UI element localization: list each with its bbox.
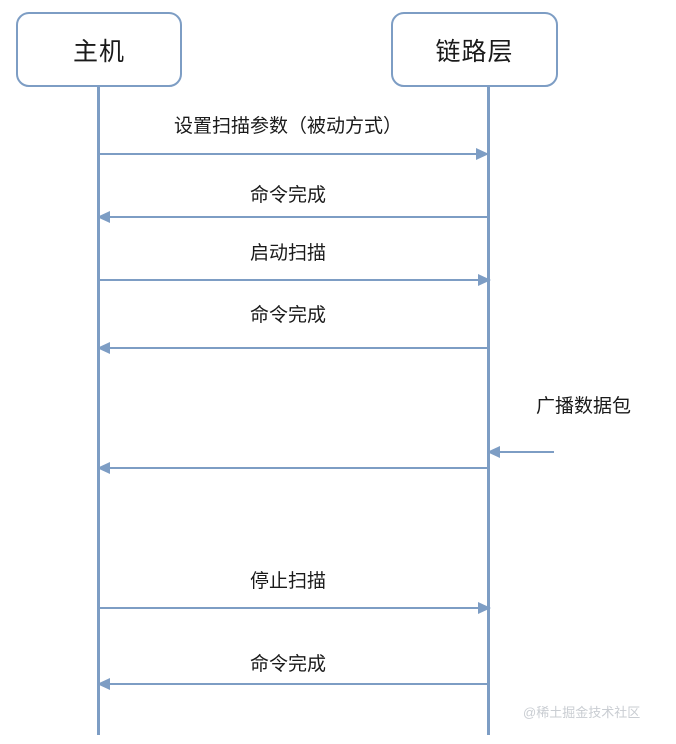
message-line-7 <box>98 607 480 609</box>
message-label-3: 启动扫描 <box>249 243 327 264</box>
message-line-4 <box>110 347 488 349</box>
message-label-5-broadcast-packet: 广播数据包 <box>536 396 632 417</box>
message-label-2: 命令完成 <box>249 185 327 206</box>
participant-box-link-layer: 链路层 <box>391 12 558 87</box>
message-arrowhead-1 <box>476 148 489 160</box>
message-arrowhead-3 <box>478 274 491 286</box>
participant-label-link-layer: 链路层 <box>435 38 514 66</box>
lifeline-link-layer <box>487 87 490 735</box>
lifeline-host <box>97 87 100 735</box>
message-line-8 <box>110 683 488 685</box>
message-label-1: 设置扫描参数（被动方式） <box>173 116 403 137</box>
message-arrowhead-7 <box>478 602 491 614</box>
message-arrowhead-2 <box>97 211 110 223</box>
message-label-4: 命令完成 <box>249 305 327 326</box>
message-label-8: 命令完成 <box>249 654 327 675</box>
message-line-2 <box>110 216 488 218</box>
message-line-5-broadcast-packet <box>500 451 554 453</box>
message-label-7: 停止扫描 <box>249 571 327 592</box>
watermark-text: @稀土掘金技术社区 <box>523 705 641 720</box>
message-line-6 <box>110 467 488 469</box>
message-arrowhead-6 <box>97 462 110 474</box>
message-arrowhead-8 <box>97 678 110 690</box>
participant-label-host: 主机 <box>72 38 125 66</box>
message-arrowhead-4 <box>97 342 110 354</box>
message-line-1 <box>98 153 476 155</box>
participant-box-host: 主机 <box>16 12 182 87</box>
message-arrowhead-5-broadcast-packet <box>487 446 500 458</box>
message-line-3 <box>98 279 480 281</box>
